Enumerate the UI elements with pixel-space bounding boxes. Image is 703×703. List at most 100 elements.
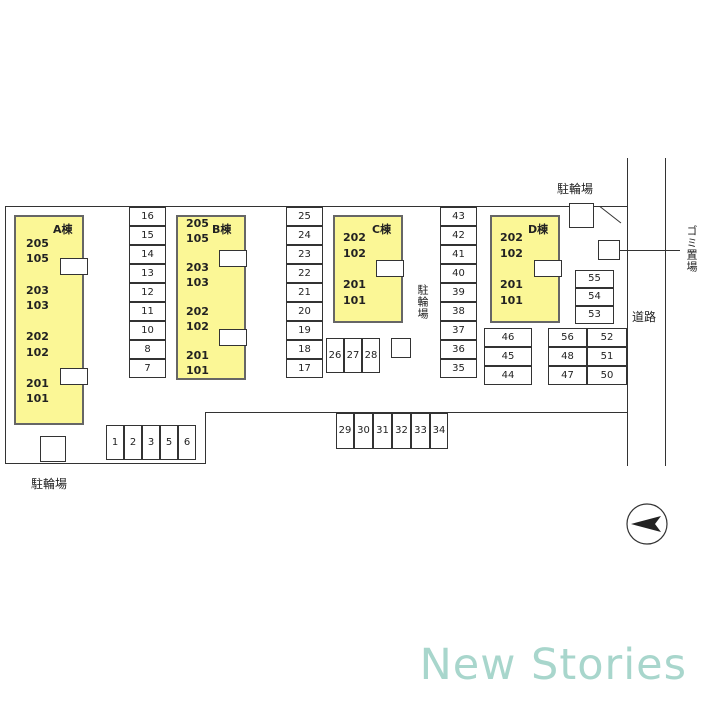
parking-space: 28 [362, 338, 380, 373]
parking-space: 46 [484, 328, 532, 347]
parking-space: 33 [411, 413, 430, 449]
building-a-unit: 201 [26, 377, 49, 390]
parking-space: 42 [440, 226, 477, 245]
building-d-unit: 101 [500, 294, 523, 307]
parking-space: 41 [440, 245, 477, 264]
building-a-unit: 202 [26, 330, 49, 343]
road-edge-left [627, 158, 628, 466]
parking-space: 1 [106, 425, 124, 460]
parking-space: 47 [548, 366, 587, 385]
parking-space: 54 [575, 288, 614, 306]
parking-space: 32 [392, 413, 411, 449]
parking-space: 3 [142, 425, 160, 460]
parking-space: 22 [286, 264, 323, 283]
parking-space: 8 [129, 340, 166, 359]
building-d-unit: 201 [500, 278, 523, 291]
parking-space: 43 [440, 207, 477, 226]
bicycle-parking-left-label: 駐輪場 [31, 477, 68, 491]
parking-space: 26 [326, 338, 344, 373]
boundary-right-notch [599, 206, 622, 224]
parking-space: 2 [124, 425, 142, 460]
parking-space: 20 [286, 302, 323, 321]
garbage-leader-line [620, 250, 680, 251]
building-c-unit: 201 [343, 278, 366, 291]
parking-space: 37 [440, 321, 477, 340]
parking-space: 48 [548, 347, 587, 366]
parking-space: 34 [430, 413, 448, 449]
parking-space: 13 [129, 264, 166, 283]
parking-space: 27 [344, 338, 362, 373]
building-a-unit: 105 [26, 252, 49, 265]
building-c-unit: 102 [343, 247, 366, 260]
parking-space: 56 [548, 328, 587, 347]
building-c-unit: 101 [343, 294, 366, 307]
ac-unit [219, 329, 247, 346]
building-d-unit: 202 [500, 231, 523, 244]
parking-space: 44 [484, 366, 532, 385]
boundary-left [5, 206, 6, 464]
parking-space: 17 [286, 359, 323, 378]
parking-space: 45 [484, 347, 532, 366]
parking-space: 38 [440, 302, 477, 321]
bicycle-parking-left [40, 436, 66, 462]
parking-space: 7 [129, 359, 166, 378]
parking-space: 35 [440, 359, 477, 378]
parking-space: 12 [129, 283, 166, 302]
bicycle-parking-top-label: 駐輪場 [557, 182, 594, 196]
north-arrow-icon [626, 503, 668, 545]
parking-space: 21 [286, 283, 323, 302]
parking-space: 6 [178, 425, 196, 460]
building-b-name: B棟 [212, 223, 232, 236]
building-b-unit: 205 [186, 217, 209, 230]
parking-space: 31 [373, 413, 392, 449]
parking-space: 36 [440, 340, 477, 359]
parking-space: 52 [587, 328, 627, 347]
ac-unit [534, 260, 562, 277]
building-c-unit: 202 [343, 231, 366, 244]
parking-space: 23 [286, 245, 323, 264]
garbage-area-label: ゴミ置場 [685, 225, 698, 273]
ac-unit [376, 260, 404, 277]
building-a-unit: 103 [26, 299, 49, 312]
building-b-unit: 202 [186, 305, 209, 318]
building-a-unit: 101 [26, 392, 49, 405]
parking-space: 18 [286, 340, 323, 359]
parking-space: 16 [129, 207, 166, 226]
parking-space: 24 [286, 226, 323, 245]
bicycle-parking-mid-label: 駐輪場 [416, 284, 429, 320]
parking-space: 5 [160, 425, 178, 460]
parking-space: 51 [587, 347, 627, 366]
boundary-bottom-left [5, 463, 205, 464]
road-label: 道路 [632, 310, 657, 324]
building-b-unit: 201 [186, 349, 209, 362]
building-a [14, 215, 84, 425]
garbage-area [598, 240, 620, 260]
parking-space: 15 [129, 226, 166, 245]
boundary-bottom-right [205, 412, 627, 413]
boundary-step-vertical [205, 412, 206, 464]
building-a-unit: 205 [26, 237, 49, 250]
parking-space: 50 [587, 366, 627, 385]
bicycle-parking-mid [391, 338, 411, 358]
parking-space: 30 [354, 413, 373, 449]
parking-space: 55 [575, 270, 614, 288]
building-a-unit: 102 [26, 346, 49, 359]
building-b-unit: 101 [186, 364, 209, 377]
building-b-unit: 102 [186, 320, 209, 333]
building-a-unit: 203 [26, 284, 49, 297]
building-a-name: A棟 [53, 223, 73, 236]
parking-space: 19 [286, 321, 323, 340]
building-c-name: C棟 [372, 223, 392, 236]
building-b [176, 215, 246, 380]
parking-space: 11 [129, 302, 166, 321]
building-d-unit: 102 [500, 247, 523, 260]
parking-space: 39 [440, 283, 477, 302]
parking-space: 14 [129, 245, 166, 264]
ac-unit [60, 368, 88, 385]
building-b-unit: 203 [186, 261, 209, 274]
brand-watermark: New Stories [419, 640, 687, 690]
building-b-unit: 103 [186, 276, 209, 289]
ac-unit [219, 250, 247, 267]
parking-space: 25 [286, 207, 323, 226]
